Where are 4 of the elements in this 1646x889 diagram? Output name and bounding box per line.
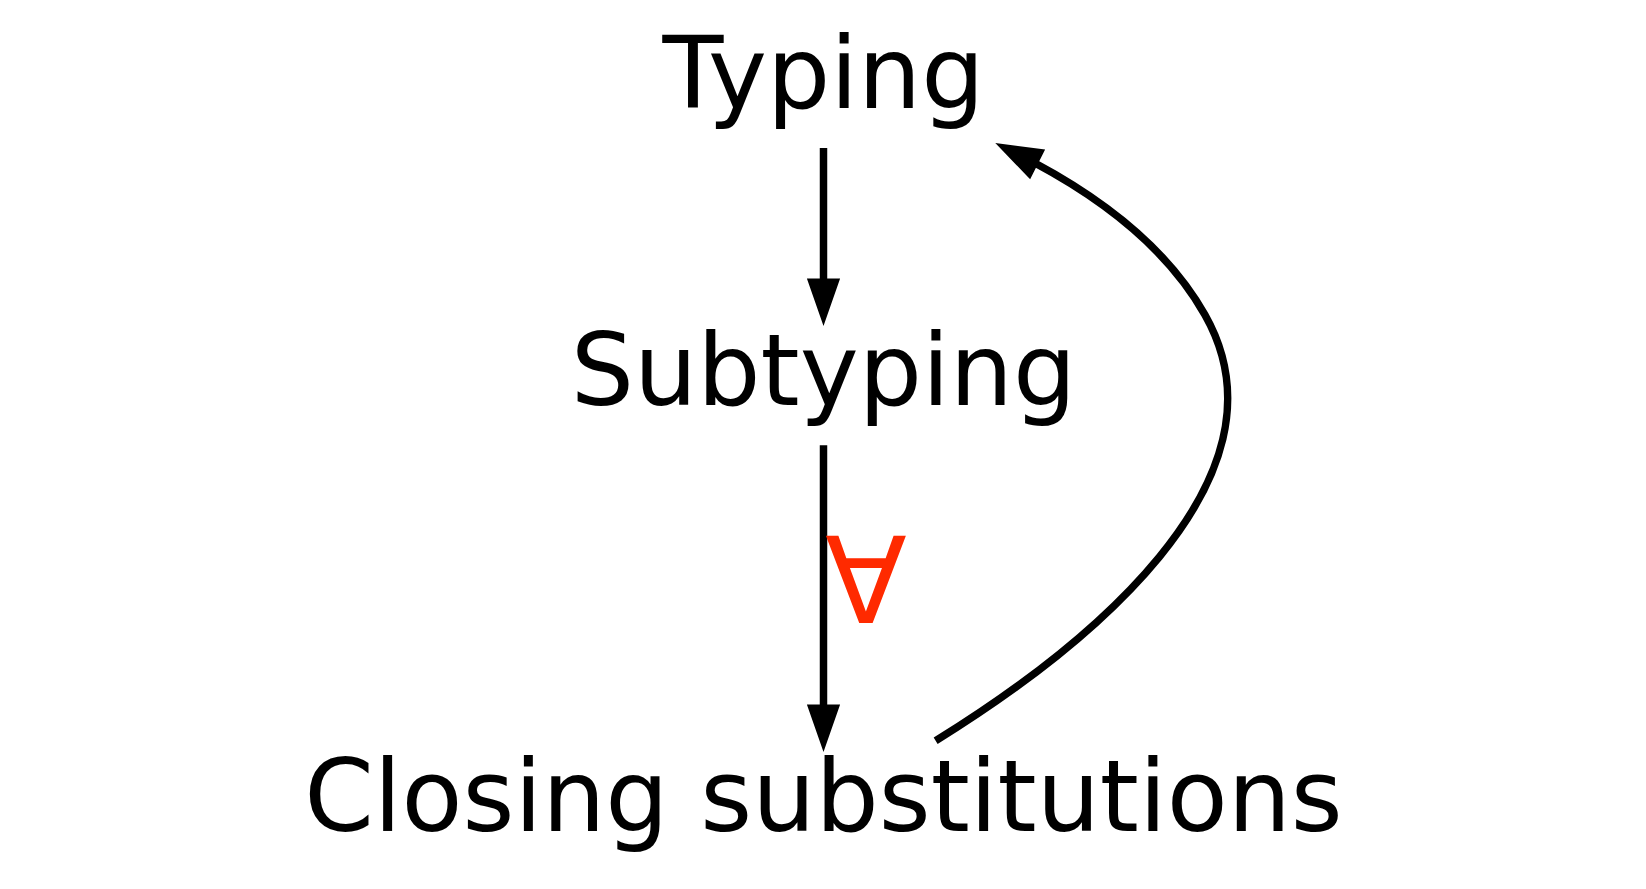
- node-text: Subtyping: [570, 311, 1076, 429]
- arrow: [933, 143, 1231, 744]
- node-text: Closing substitutions: [303, 737, 1343, 855]
- node-text: Typing: [662, 14, 984, 132]
